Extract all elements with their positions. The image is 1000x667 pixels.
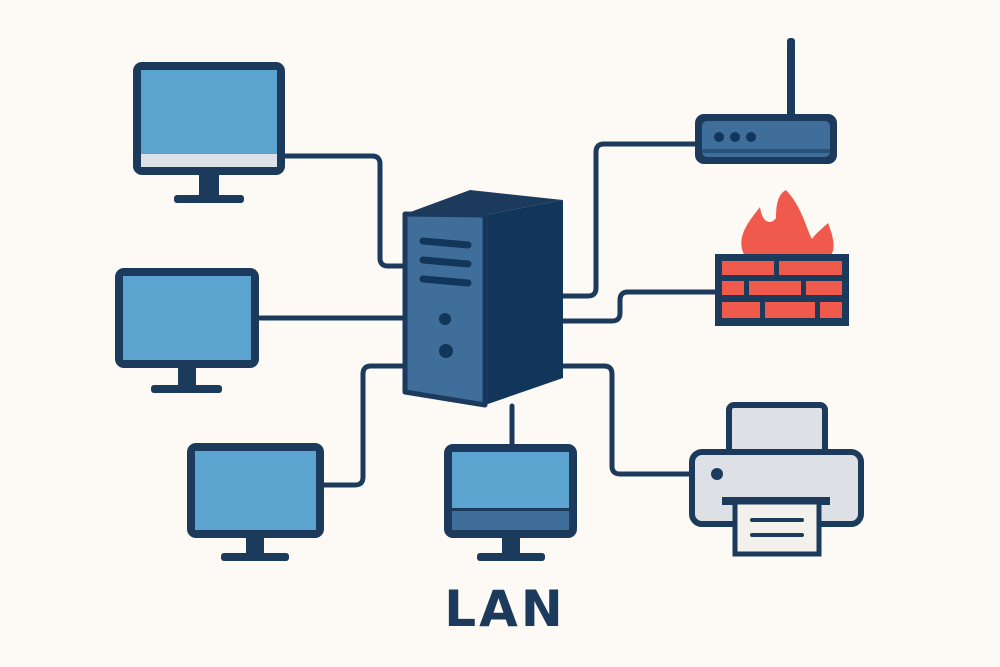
printer-icon (689, 402, 864, 557)
firewall[interactable] (715, 190, 849, 326)
computer-top-left[interactable] (133, 62, 285, 203)
computer-bottom-center[interactable] (444, 444, 577, 561)
firewall-icon (715, 190, 849, 326)
brick-wall (722, 261, 842, 318)
desktop-monitor-icon (115, 268, 259, 393)
server-vent-slots (419, 237, 472, 287)
printer[interactable] (689, 402, 864, 557)
cable-server-to-printer (560, 363, 695, 477)
cable-server-to-firewall (560, 289, 719, 324)
server-power-button (439, 344, 453, 358)
cable-server-to-pc-bottom-left (320, 363, 411, 488)
printer-indicator (711, 468, 723, 480)
server[interactable] (402, 190, 563, 408)
desktop-monitor-icon (444, 444, 577, 561)
antenna (787, 38, 795, 120)
cable-server-to-pc-top-left (283, 153, 411, 269)
computer-bottom-left[interactable] (187, 443, 324, 561)
computer-mid-left[interactable] (115, 268, 259, 393)
router[interactable] (695, 38, 837, 164)
network-label: LAN (444, 580, 565, 638)
wifi-router-icon (695, 38, 837, 164)
server-tower-icon (402, 190, 563, 408)
cable-server-to-router (560, 141, 701, 299)
server-status-light (439, 313, 451, 325)
flame-icon (741, 190, 834, 256)
network-cables (255, 141, 719, 488)
desktop-monitor-icon (187, 443, 324, 561)
desktop-monitor-icon (133, 62, 285, 203)
